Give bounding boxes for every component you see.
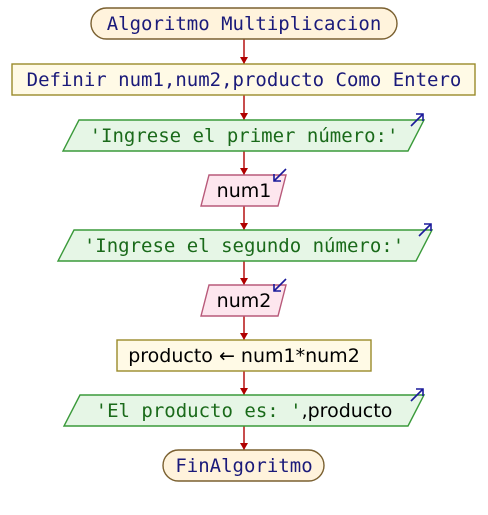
define-process[interactable]: Definir num1,num2,producto Como Entero [11,63,476,96]
output-arrow-icon [410,113,424,127]
output-2[interactable]: 'Ingrese el segundo número:' [56,223,434,262]
define-label: Definir num1,num2,producto Como Entero [27,69,462,91]
output-1[interactable]: 'Ingrese el primer número:' [61,113,426,152]
output-arrow-icon [410,388,424,402]
start-terminal[interactable]: Algoritmo Multiplicacion [90,7,398,40]
input-arrow-icon [273,168,287,182]
output-3-label: 'El producto es: ',producto [96,400,393,422]
assign-label: producto ← num1*num2 [128,345,360,367]
input-arrow-icon [273,278,287,292]
assign-process[interactable]: producto ← num1*num2 [116,339,372,372]
output-1-label: 'Ingrese el primer número:' [90,125,399,147]
input-1-label: num1 [217,180,272,202]
input-1[interactable]: num1 [200,168,287,207]
output-2-label: 'Ingrese el segundo número:' [84,235,404,257]
output-arrow-icon [418,223,432,237]
input-2-label: num2 [217,290,272,312]
end-terminal[interactable]: FinAlgoritmo [162,449,325,482]
output-3[interactable]: 'El producto es: ',producto [62,388,426,427]
output-3-var: ,producto [302,400,393,422]
output-3-string: 'El producto es: ' [96,400,302,422]
input-2[interactable]: num2 [200,278,287,317]
end-label: FinAlgoritmo [175,455,312,477]
start-label: Algoritmo Multiplicacion [107,13,382,35]
